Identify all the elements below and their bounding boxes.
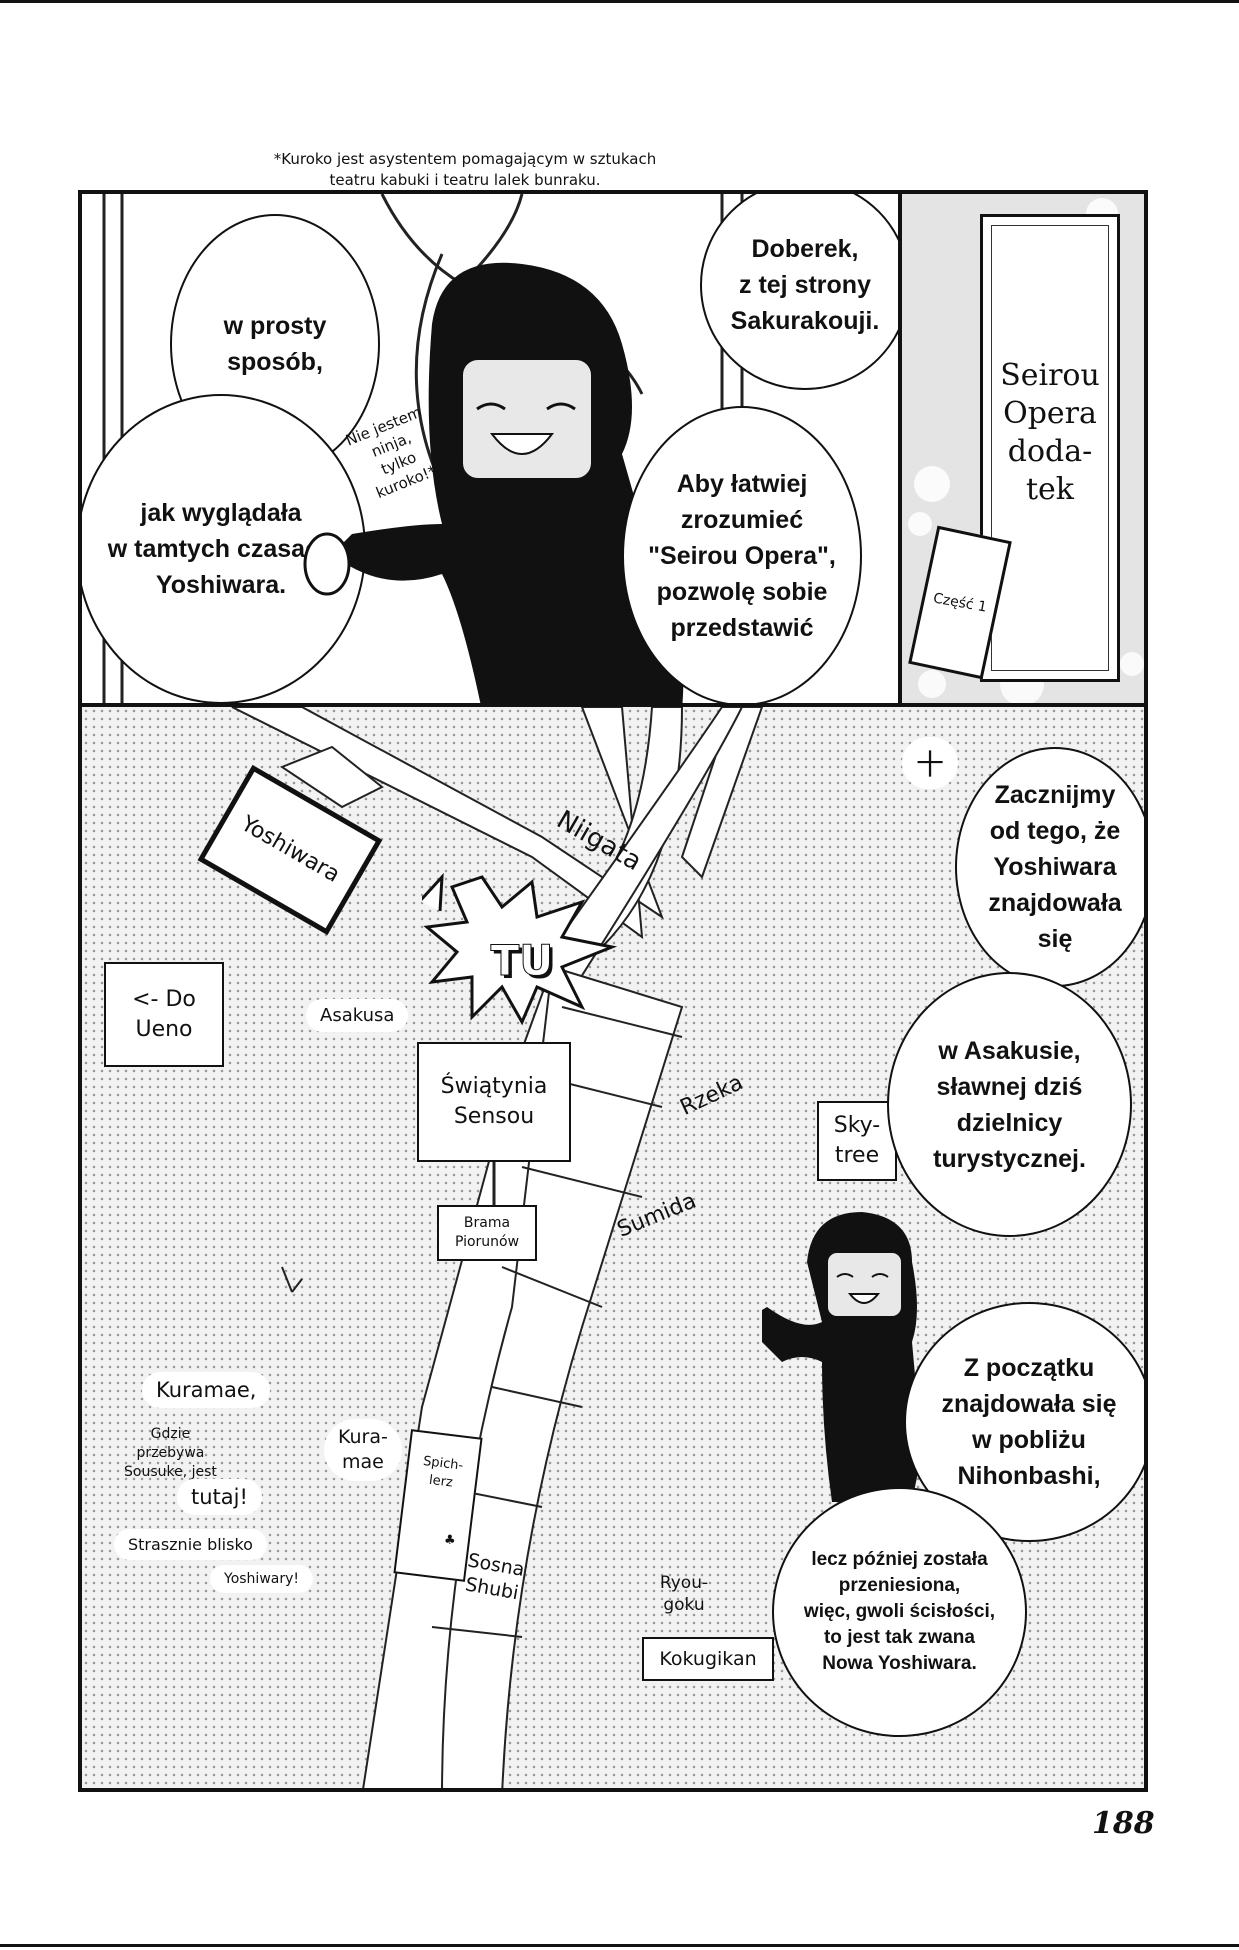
map-brama: Brama Piorunów (437, 1205, 537, 1261)
page-number: 188 (1092, 1806, 1155, 1841)
tu-burst (422, 872, 618, 1026)
part-label: Część 1 (931, 589, 989, 616)
top-border (0, 0, 1239, 3)
title-text: Seirou Opera doda- tek (1000, 358, 1100, 507)
map-ryougoku: Ryou- goku (659, 1573, 709, 1615)
panel-map: Yoshiwara Niigata TU <- Do Ueno Asakusa … (78, 703, 1148, 1792)
map-kokugikan: Kokugikan (642, 1637, 774, 1681)
map-tutaj: tutaj! (177, 1479, 262, 1515)
title-card: Seirou Opera doda- tek (980, 214, 1120, 682)
map-skytree: Sky- tree (817, 1101, 897, 1181)
footnote: *Kuroko jest asystentem pomagającym w sz… (273, 150, 657, 189)
kuroko-character (303, 262, 684, 703)
map-tu: TU (490, 936, 554, 985)
map-kuramae-note: Gdzie przebywa Sousuke, jest (124, 1426, 217, 1480)
map-asakusa: Asakusa (306, 999, 409, 1032)
speech-bubble-asakusa: w Asakusie, sławnej dziś dzielnicy turys… (887, 972, 1132, 1237)
panel-title: Seirou Opera doda- tek Część 1 (898, 190, 1148, 707)
map-yoshiwary: Yoshiwary! (210, 1565, 313, 1593)
panel-intro: w prosty sposób, jak wyglądała w tamtych… (78, 190, 902, 707)
speech-bubble-greeting: Doberek, z tej strony Sakurakouji. (700, 194, 898, 390)
speech-bubble-start: Zacznijmy od tego, że Yoshiwara znajdowa… (955, 747, 1144, 987)
map-swiatynia: Świątynia Sensou (417, 1042, 571, 1162)
map-kuramae-title: Kuramae, (142, 1372, 271, 1408)
kuroko-small (762, 1212, 922, 1502)
map-roads (231, 707, 764, 1788)
pine-icon: ♣ (444, 1533, 456, 1548)
north-mark: 十 (902, 737, 959, 789)
speech-bubble-understand: Aby łatwiej zrozumieć "Seirou Opera", po… (622, 406, 862, 703)
map-ueno: <- Do Ueno (104, 962, 224, 1067)
bottom-border (0, 1944, 1239, 1947)
map-kuramae-box: Kura- mae (324, 1419, 402, 1481)
map-strasznie: Strasznie blisko (114, 1529, 267, 1560)
speech-bubble-moved: lecz później została przeniesiona, więc,… (772, 1487, 1027, 1737)
